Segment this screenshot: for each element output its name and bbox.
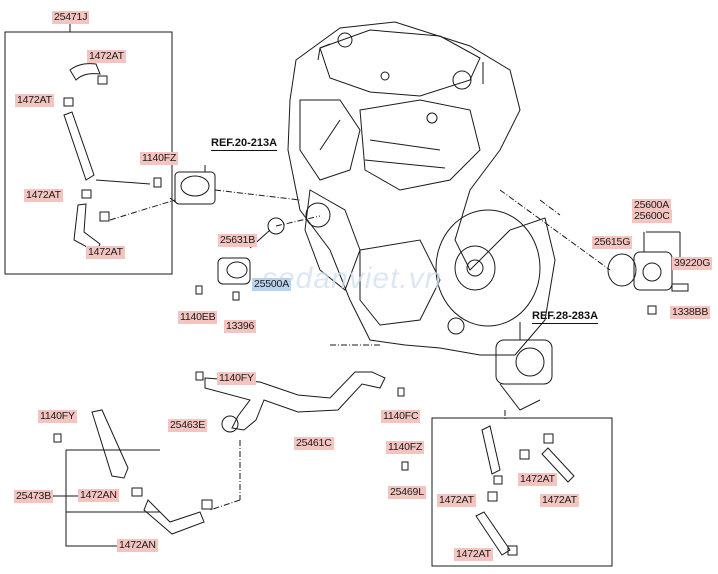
part-label-1140FY-middle[interactable]: 1140FY: [217, 372, 256, 385]
throttle-body-ref28: [496, 322, 552, 410]
part-label-1140FC[interactable]: 1140FC: [381, 410, 421, 423]
part-label-1140EB[interactable]: 1140EB: [178, 311, 218, 324]
part-label-25469L[interactable]: 25469L: [388, 486, 426, 499]
ref-label-20-213A[interactable]: REF.20-213A: [211, 137, 278, 151]
part-label-25461C[interactable]: 25461C: [294, 437, 334, 450]
part-label-13396[interactable]: 13396: [224, 320, 257, 333]
part-label-25473B[interactable]: 25473B: [14, 490, 54, 503]
part-label-25600A[interactable]: 25600A: [632, 199, 672, 212]
part-label-1472AT-upper-3[interactable]: 1472AT: [24, 189, 63, 202]
water-pipe-25461C: [196, 372, 404, 432]
part-label-25600C[interactable]: 25600C: [632, 210, 672, 223]
hose-25473B: [54, 410, 212, 534]
bracket-25473B: [65, 450, 118, 547]
part-label-1140FZ-upper[interactable]: 1140FZ: [140, 152, 179, 165]
engine-block: [288, 22, 555, 355]
hose-25471J: [64, 64, 150, 252]
part-label-1472AN-2[interactable]: 1472AN: [117, 539, 158, 552]
part-label-25463E[interactable]: 25463E: [168, 419, 208, 432]
part-label-39220G[interactable]: 39220G: [672, 257, 713, 270]
thermostat-housing-ref20: [170, 165, 215, 204]
part-label-1472AT-upper-4[interactable]: 1472AT: [86, 246, 125, 259]
part-label-25500A[interactable]: 25500A: [252, 278, 292, 291]
part-label-25471J[interactable]: 25471J: [52, 11, 90, 24]
part-label-25631B[interactable]: 25631B: [218, 234, 258, 247]
part-label-1472AT-upper-2[interactable]: 1472AT: [15, 94, 54, 107]
dashed-leaders: [109, 189, 611, 511]
part-label-1472AT-lower-4[interactable]: 1472AT: [454, 548, 493, 561]
ref-label-28-283A[interactable]: REF.28-283A: [532, 310, 599, 324]
part-label-1472AT-lower-2[interactable]: 1472AT: [518, 473, 557, 486]
hose-kit-frame-lower-right: [431, 417, 613, 567]
part-label-25615G[interactable]: 25615G: [592, 236, 633, 249]
water-pump-25600A: [608, 232, 688, 314]
part-label-1140FZ-lower[interactable]: 1140FZ: [386, 441, 425, 454]
part-label-1472AT-lower-1[interactable]: 1472AT: [437, 494, 476, 507]
part-label-1472AT-upper-1[interactable]: 1472AT: [87, 50, 126, 63]
bolt-1140FZ-upper: [154, 178, 161, 187]
hose-25469L: [402, 426, 574, 555]
part-label-1472AN-1[interactable]: 1472AN: [78, 489, 119, 502]
part-label-1338BB[interactable]: 1338BB: [670, 306, 711, 319]
part-label-1140FY-lower-left[interactable]: 1140FY: [38, 410, 77, 423]
part-label-1472AT-lower-3[interactable]: 1472AT: [540, 494, 579, 507]
